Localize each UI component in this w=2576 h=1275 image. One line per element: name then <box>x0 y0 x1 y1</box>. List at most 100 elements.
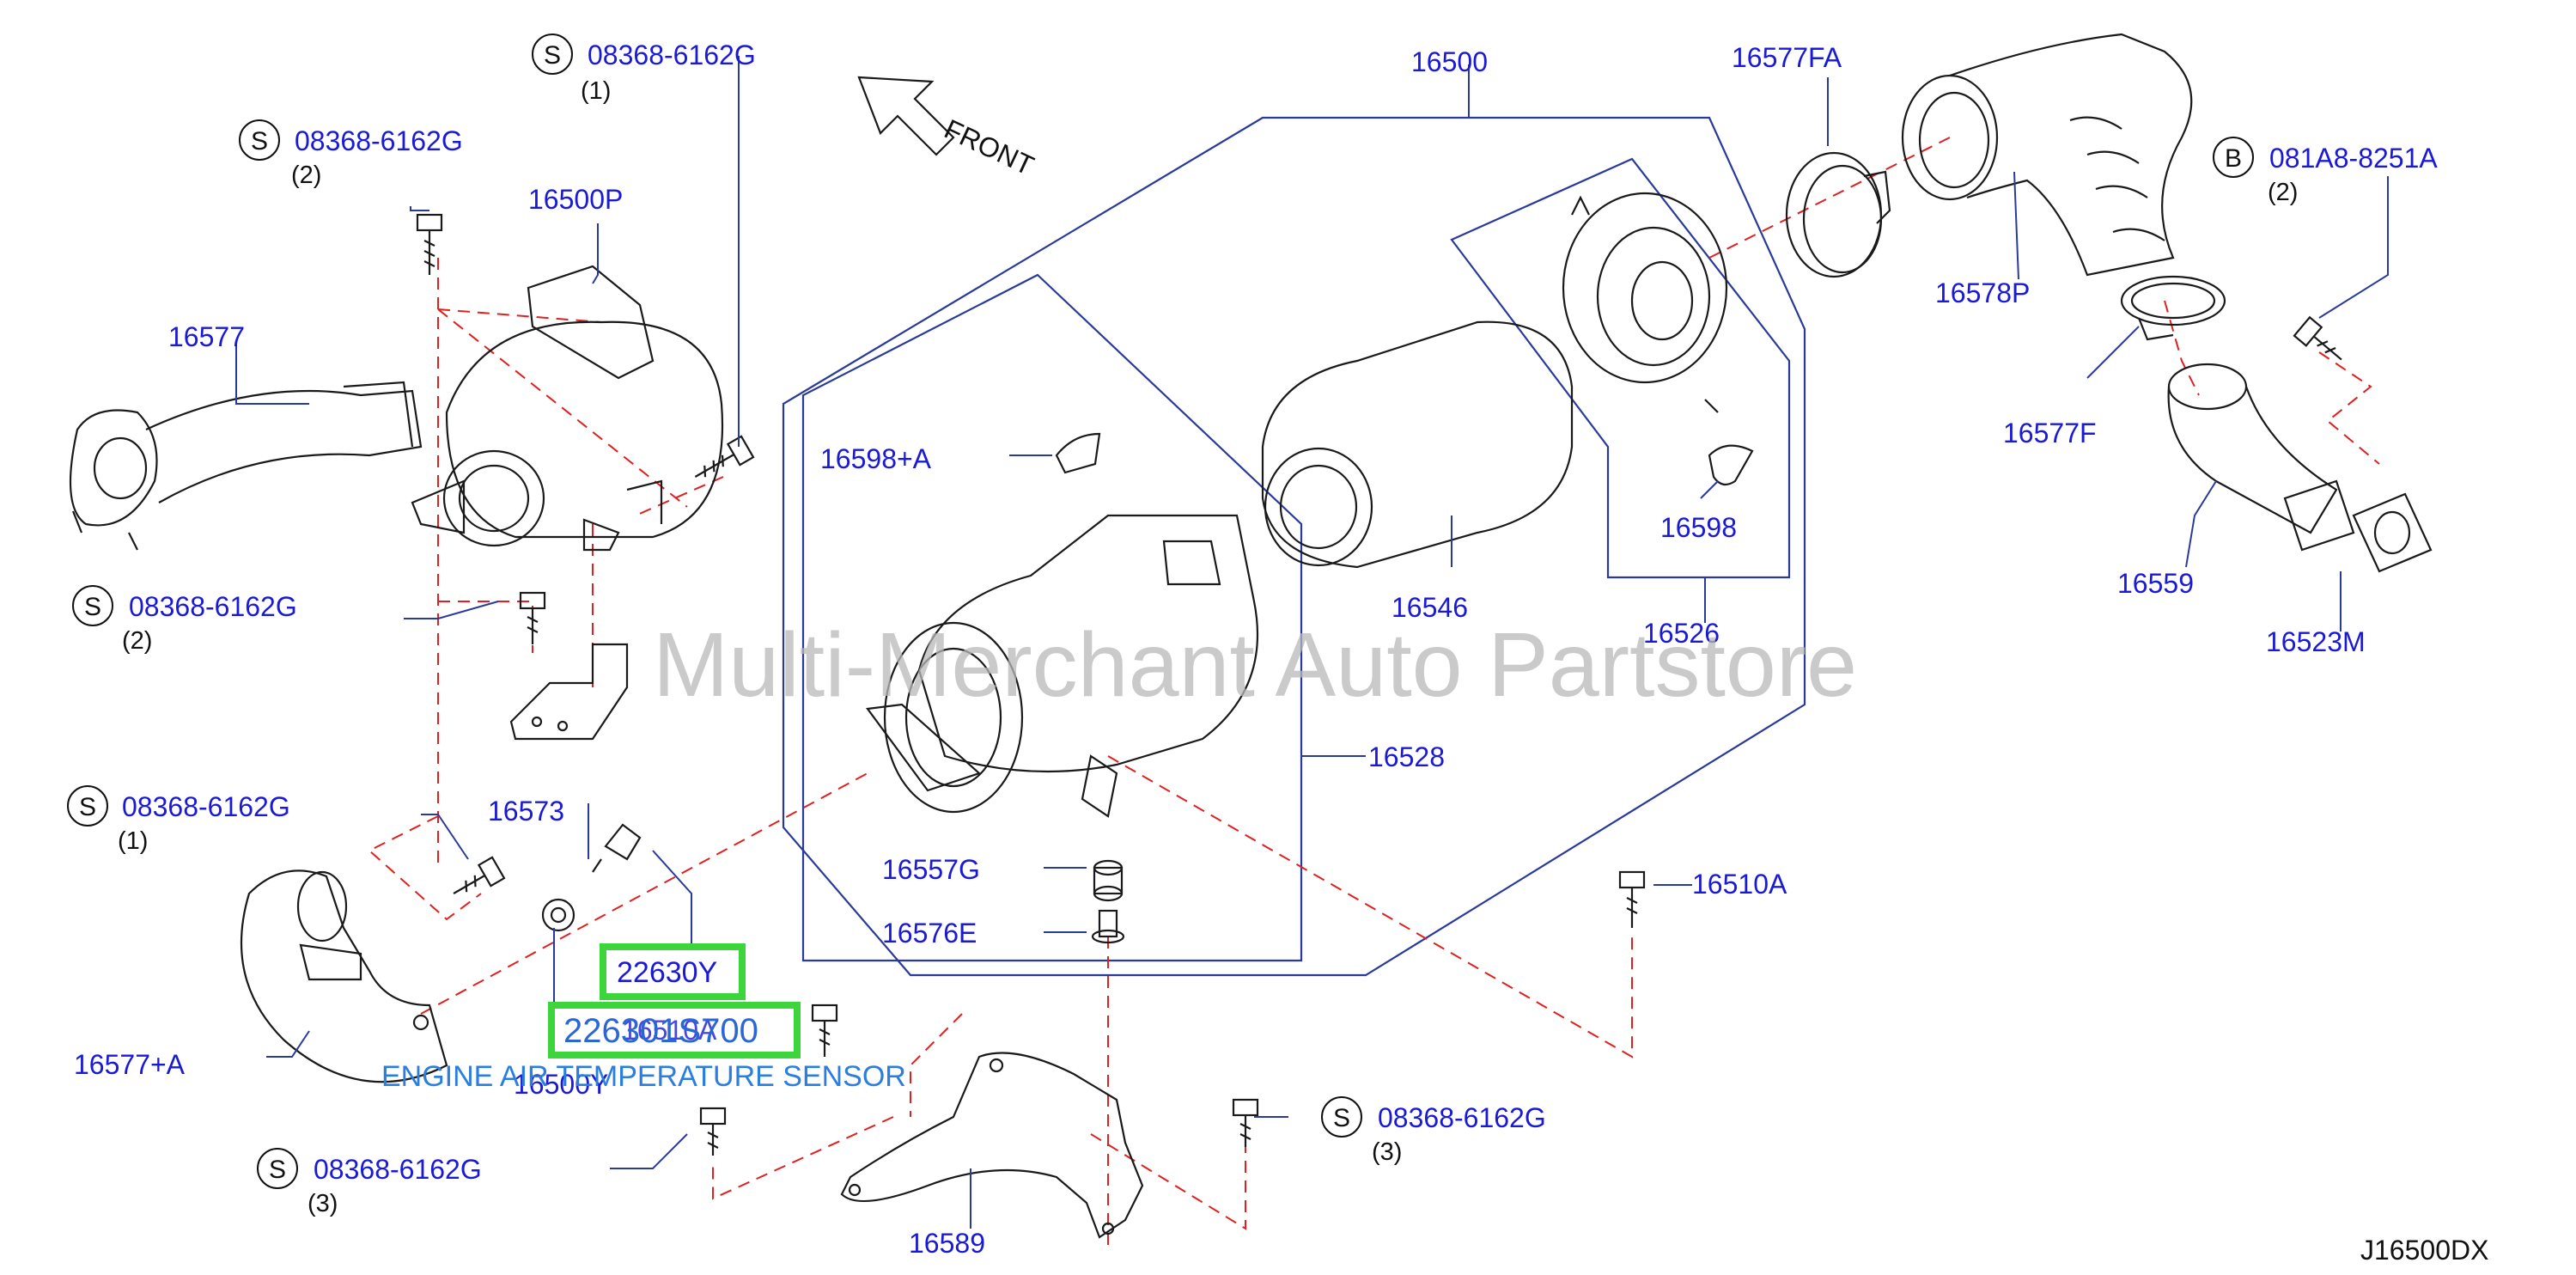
label-16510a-right[interactable]: 16510A <box>1692 869 1787 900</box>
front-label: FRONT <box>940 113 1038 181</box>
bolt-group <box>416 213 2342 1156</box>
label-16510a-lower[interactable]: 16510A <box>622 1015 717 1046</box>
bracket-16573 <box>509 643 629 741</box>
bolt-16577a <box>453 856 506 894</box>
duct-16578p <box>1901 33 2193 277</box>
s-symbol-icon <box>239 119 280 161</box>
bolt-081a8 <box>2293 315 2342 361</box>
bolt-16510a-right <box>1618 870 1646 928</box>
label-16500p[interactable]: 16500P <box>528 184 623 215</box>
filter-element-16546 <box>1261 320 1574 569</box>
resonator-16500p <box>411 265 723 552</box>
label-16577[interactable]: 16577 <box>168 321 245 352</box>
label-16577f[interactable]: 16577F <box>2003 418 2097 448</box>
assembly-frame-16500 <box>782 116 1806 977</box>
sensor-22630y <box>541 823 642 932</box>
s-symbol-text: S <box>544 41 561 70</box>
front-arrow-icon <box>857 76 955 156</box>
elbow-16559 <box>2167 363 2355 552</box>
label-16578p[interactable]: 16578P <box>1935 278 2030 308</box>
fastener-callout-b[interactable]: B 081A8-8251A (2) <box>2213 137 2438 206</box>
s-symbol-icon <box>72 585 113 626</box>
sensor-name-label: ENGINE AIR TEMPERATURE SENSOR <box>381 1060 906 1093</box>
label-16573[interactable]: 16573 <box>488 796 564 827</box>
label-16557g[interactable]: 16557G <box>882 854 980 885</box>
fastener-qty: (2) <box>291 162 321 189</box>
s-symbol-icon <box>532 34 573 75</box>
fastener-qty: (1) <box>581 77 611 105</box>
label-16500[interactable]: 16500 <box>1411 46 1488 77</box>
fastener-code: 08368-6162G <box>122 791 290 822</box>
guide-lines <box>368 137 2380 1246</box>
diagram-code: J16500DX <box>2360 1235 2488 1266</box>
bolt-bracket-16573 <box>519 591 546 644</box>
label-16598a[interactable]: 16598+A <box>820 443 932 474</box>
bolt-bottom-right <box>1232 1098 1259 1147</box>
s-symbol-icon <box>1321 1096 1362 1138</box>
bracket-16589 <box>840 1052 1144 1239</box>
s-symbol-text: S <box>84 593 101 621</box>
grommet-16557g <box>1093 859 1124 902</box>
cover-16526 <box>1562 192 1728 413</box>
duct-16577a <box>240 869 448 1083</box>
s-symbol-text: S <box>251 127 268 156</box>
clamp-16577fa <box>1785 151 1891 278</box>
fastener-qty: (2) <box>2268 179 2298 206</box>
fastener-code: 08368-6162G <box>314 1154 482 1185</box>
s-symbol-icon <box>67 785 108 827</box>
label-16559[interactable]: 16559 <box>2117 568 2194 599</box>
fastener-callouts: S 08368-6162G (1) S 08368-6162G (2) S 08… <box>67 34 2438 1217</box>
s-symbol-text: S <box>269 1156 286 1184</box>
highlight-box <box>548 1002 801 1058</box>
label-16500y[interactable]: 16500Y <box>514 1069 608 1100</box>
label-16589[interactable]: 16589 <box>909 1228 985 1259</box>
fastener-code: 08368-6162G <box>1378 1102 1546 1133</box>
clamp-16577f <box>2120 275 2226 341</box>
fastener-qty: (3) <box>1372 1138 1402 1166</box>
b-symbol-text: B <box>2225 144 2242 173</box>
fastener-callout-upper-left[interactable]: S 08368-6162G (2) <box>239 119 463 189</box>
label-16577fa[interactable]: 16577FA <box>1732 42 1842 73</box>
fastener-callout-middle-left[interactable]: S 08368-6162G (2) <box>72 585 297 655</box>
clip-16598 <box>1708 444 1754 486</box>
s-symbol-text: S <box>1333 1104 1350 1132</box>
highlight-22630y[interactable]: 22630Y <box>600 943 746 1000</box>
highlight-label: 226301S700 <box>563 1012 758 1050</box>
bolt-top-left <box>416 213 443 275</box>
fastener-code: 08368-6162G <box>295 125 463 156</box>
fastener-qty: (2) <box>122 627 152 655</box>
fastener-qty: (3) <box>308 1190 338 1217</box>
fastener-code: 08368-6162G <box>129 591 297 622</box>
fastener-code: 08368-6162G <box>588 40 756 70</box>
part-labels: 16500 16577FA 16578P 16577F 16559 16523M… <box>74 42 2366 1259</box>
highlight-box <box>600 943 746 1000</box>
fastener-callout-bottom-right[interactable]: S 08368-6162G (3) <box>1321 1096 1546 1166</box>
gasket-16523m <box>2352 492 2433 573</box>
assembly-frame-16526 <box>1450 157 1791 579</box>
fastener-qty: (1) <box>118 827 148 855</box>
label-16576e[interactable]: 16576E <box>882 918 977 949</box>
fastener-callout-top[interactable]: S 08368-6162G (1) <box>532 34 756 105</box>
label-16546[interactable]: 16546 <box>1392 592 1468 623</box>
fastener-callout-lower-left[interactable]: S 08368-6162G (1) <box>67 785 290 855</box>
label-16526[interactable]: 16526 <box>1643 618 1720 649</box>
fastener-code: 081A8-8251A <box>2269 143 2438 174</box>
fastener-callout-bottom-left[interactable]: S 08368-6162G (3) <box>257 1148 482 1217</box>
label-16577a[interactable]: 16577+A <box>74 1049 186 1080</box>
highlight-226301s700[interactable]: 226301S700 <box>548 1002 801 1058</box>
s-symbol-icon <box>257 1148 298 1189</box>
label-16528[interactable]: 16528 <box>1368 741 1445 772</box>
label-16598[interactable]: 16598 <box>1660 512 1737 543</box>
highlight-label: 22630Y <box>617 956 717 989</box>
bolt-right-resonator <box>694 435 755 478</box>
duct-16577 <box>69 381 423 551</box>
label-16523m[interactable]: 16523M <box>2266 626 2366 657</box>
bolt-bottom-left <box>699 1107 727 1156</box>
watermark: Multi-Merchant Auto Partstore <box>653 614 1857 716</box>
clip-16598a <box>1055 432 1101 474</box>
bolt-16510a-lower <box>811 1004 838 1057</box>
lower-case-16528 <box>866 514 1259 818</box>
assembly-frame-16528 <box>801 273 1303 962</box>
b-symbol-icon <box>2213 137 2254 178</box>
